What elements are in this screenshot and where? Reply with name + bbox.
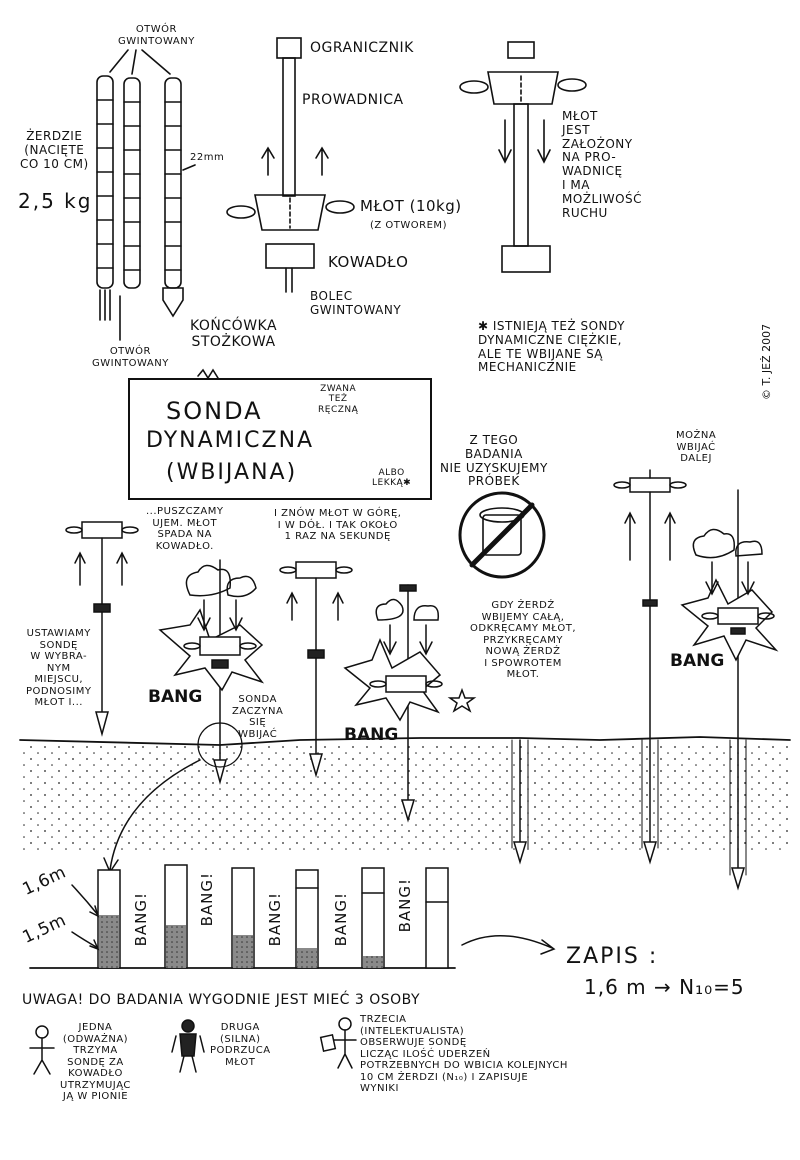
probe-step-5 <box>511 739 529 865</box>
record-bang-3: BANG! <box>266 892 284 947</box>
probe-step-1 <box>65 521 139 737</box>
probe-step-4 <box>343 584 443 823</box>
person-1-icon <box>29 1025 55 1075</box>
record-bang-4: BANG! <box>332 892 350 947</box>
step-3-text: I ZNÓW MŁOT W GÓRĘ, I W DÓŁ. I TAK OKOŁO… <box>274 508 402 542</box>
label-otwor-bottom: OTWÓR GWINTOWANY <box>92 346 169 369</box>
label-diameter: 22mm <box>190 152 225 163</box>
probe-step-6 <box>613 469 687 865</box>
rod-2 <box>123 77 141 289</box>
label-weight: 2,5 kg <box>18 189 93 213</box>
signature: © T. JEŻ 2007 <box>760 324 773 400</box>
label-prowadnica: PROWADNICA <box>302 92 404 108</box>
person-1-text: JEDNA (ODWAŻNA) TRZYMA SONDĘ ZA KOWADŁO … <box>60 1022 131 1102</box>
step-2-text: ...PUSZCZAMY UJEM. MŁOT SPADA NA KOWADŁO… <box>146 506 224 552</box>
label-no-samples: Z TEGO BADANIA NIE UZYSKUJEMY PRÓBEK <box>440 433 548 489</box>
person-2-icon <box>171 1019 205 1073</box>
assembled-probe <box>459 41 587 273</box>
label-ogranicznik: OGRANICZNIK <box>310 40 414 56</box>
rod-3-cone <box>162 77 184 318</box>
step-4-text: GDY ŻERDŹ WBIJEMY CAŁĄ, ODKRĘCAMY MŁOT, … <box>470 600 577 680</box>
probe-step-2 <box>158 559 265 785</box>
record-strip <box>29 864 556 969</box>
probe-step-3 <box>279 561 353 778</box>
title-line-1: SONDA <box>166 397 263 425</box>
label-bolec: BOLEC GWINTOWANY <box>310 289 402 317</box>
record-bang-2: BANG! <box>198 872 216 927</box>
label-mlot: MŁOT (10kg) <box>360 197 462 215</box>
zapis-formula: 1,6 m → N₁₀=5 <box>584 975 745 999</box>
label-koncowka: KOŃCÓWKA STOŻKOWA <box>190 318 278 351</box>
probe-step-7 <box>680 489 779 891</box>
warning-text: UWAGA! DO BADANIA WYGODNIE JEST MIEĆ 3 O… <box>22 992 421 1008</box>
step-3b-text: SONDA ZACZYNA SIĘ WBIJAĆ <box>232 694 284 740</box>
record-bang-5: BANG! <box>396 878 414 933</box>
person-2-text: DRUGA (SILNA) PODRZUCA MŁOT <box>210 1022 271 1068</box>
note-heavy-probes: ✱ ISTNIEJĄ TEŻ SONDY DYNAMICZNE CIĘŻKIE,… <box>478 319 625 375</box>
title-light: ALBO LEKKĄ✱ <box>372 468 412 489</box>
person-3-text: TRZECIA (INTELEKTUALISTA) OBSERWUJE SOND… <box>360 1014 568 1094</box>
step-5-text: MOŻNA WBIJAĆ DALEJ <box>676 430 717 464</box>
label-otwor-top: OTWÓR GWINTOWANY <box>118 24 195 47</box>
bang-1: BANG <box>148 687 203 707</box>
label-kowadlo: KOWADŁO <box>328 253 409 271</box>
ground <box>20 742 790 860</box>
record-bang-1: BANG! <box>132 892 150 947</box>
label-zerdzie: ŻERDZIE (NACIĘTE CO 10 cm) <box>20 129 89 171</box>
title-called: ZWANA TEŻ RĘCZNĄ <box>318 384 359 415</box>
no-samples-icon <box>458 491 546 579</box>
title-line-2: DYNAMICZNA <box>146 428 315 453</box>
label-mlot-note: MŁOT JEST ZAŁOŻONY NA PRO- WADNICĘ I MA … <box>562 109 643 220</box>
rod-1 <box>96 75 114 321</box>
title-line-3: (WBIJANA) <box>166 460 298 485</box>
step-1-text: USTAWIAMY SONDĘ W WYBRA- NYM MIEJSCU, PO… <box>26 628 92 708</box>
bang-3: BANG <box>670 651 725 671</box>
bang-2: BANG <box>344 725 399 745</box>
zapis-label: ZAPIS : <box>566 944 659 969</box>
person-3-icon <box>319 1017 357 1069</box>
label-mlot-sub: (Z OTWOREM) <box>370 220 447 231</box>
guide-assembly <box>226 37 355 293</box>
title-box <box>128 378 432 500</box>
